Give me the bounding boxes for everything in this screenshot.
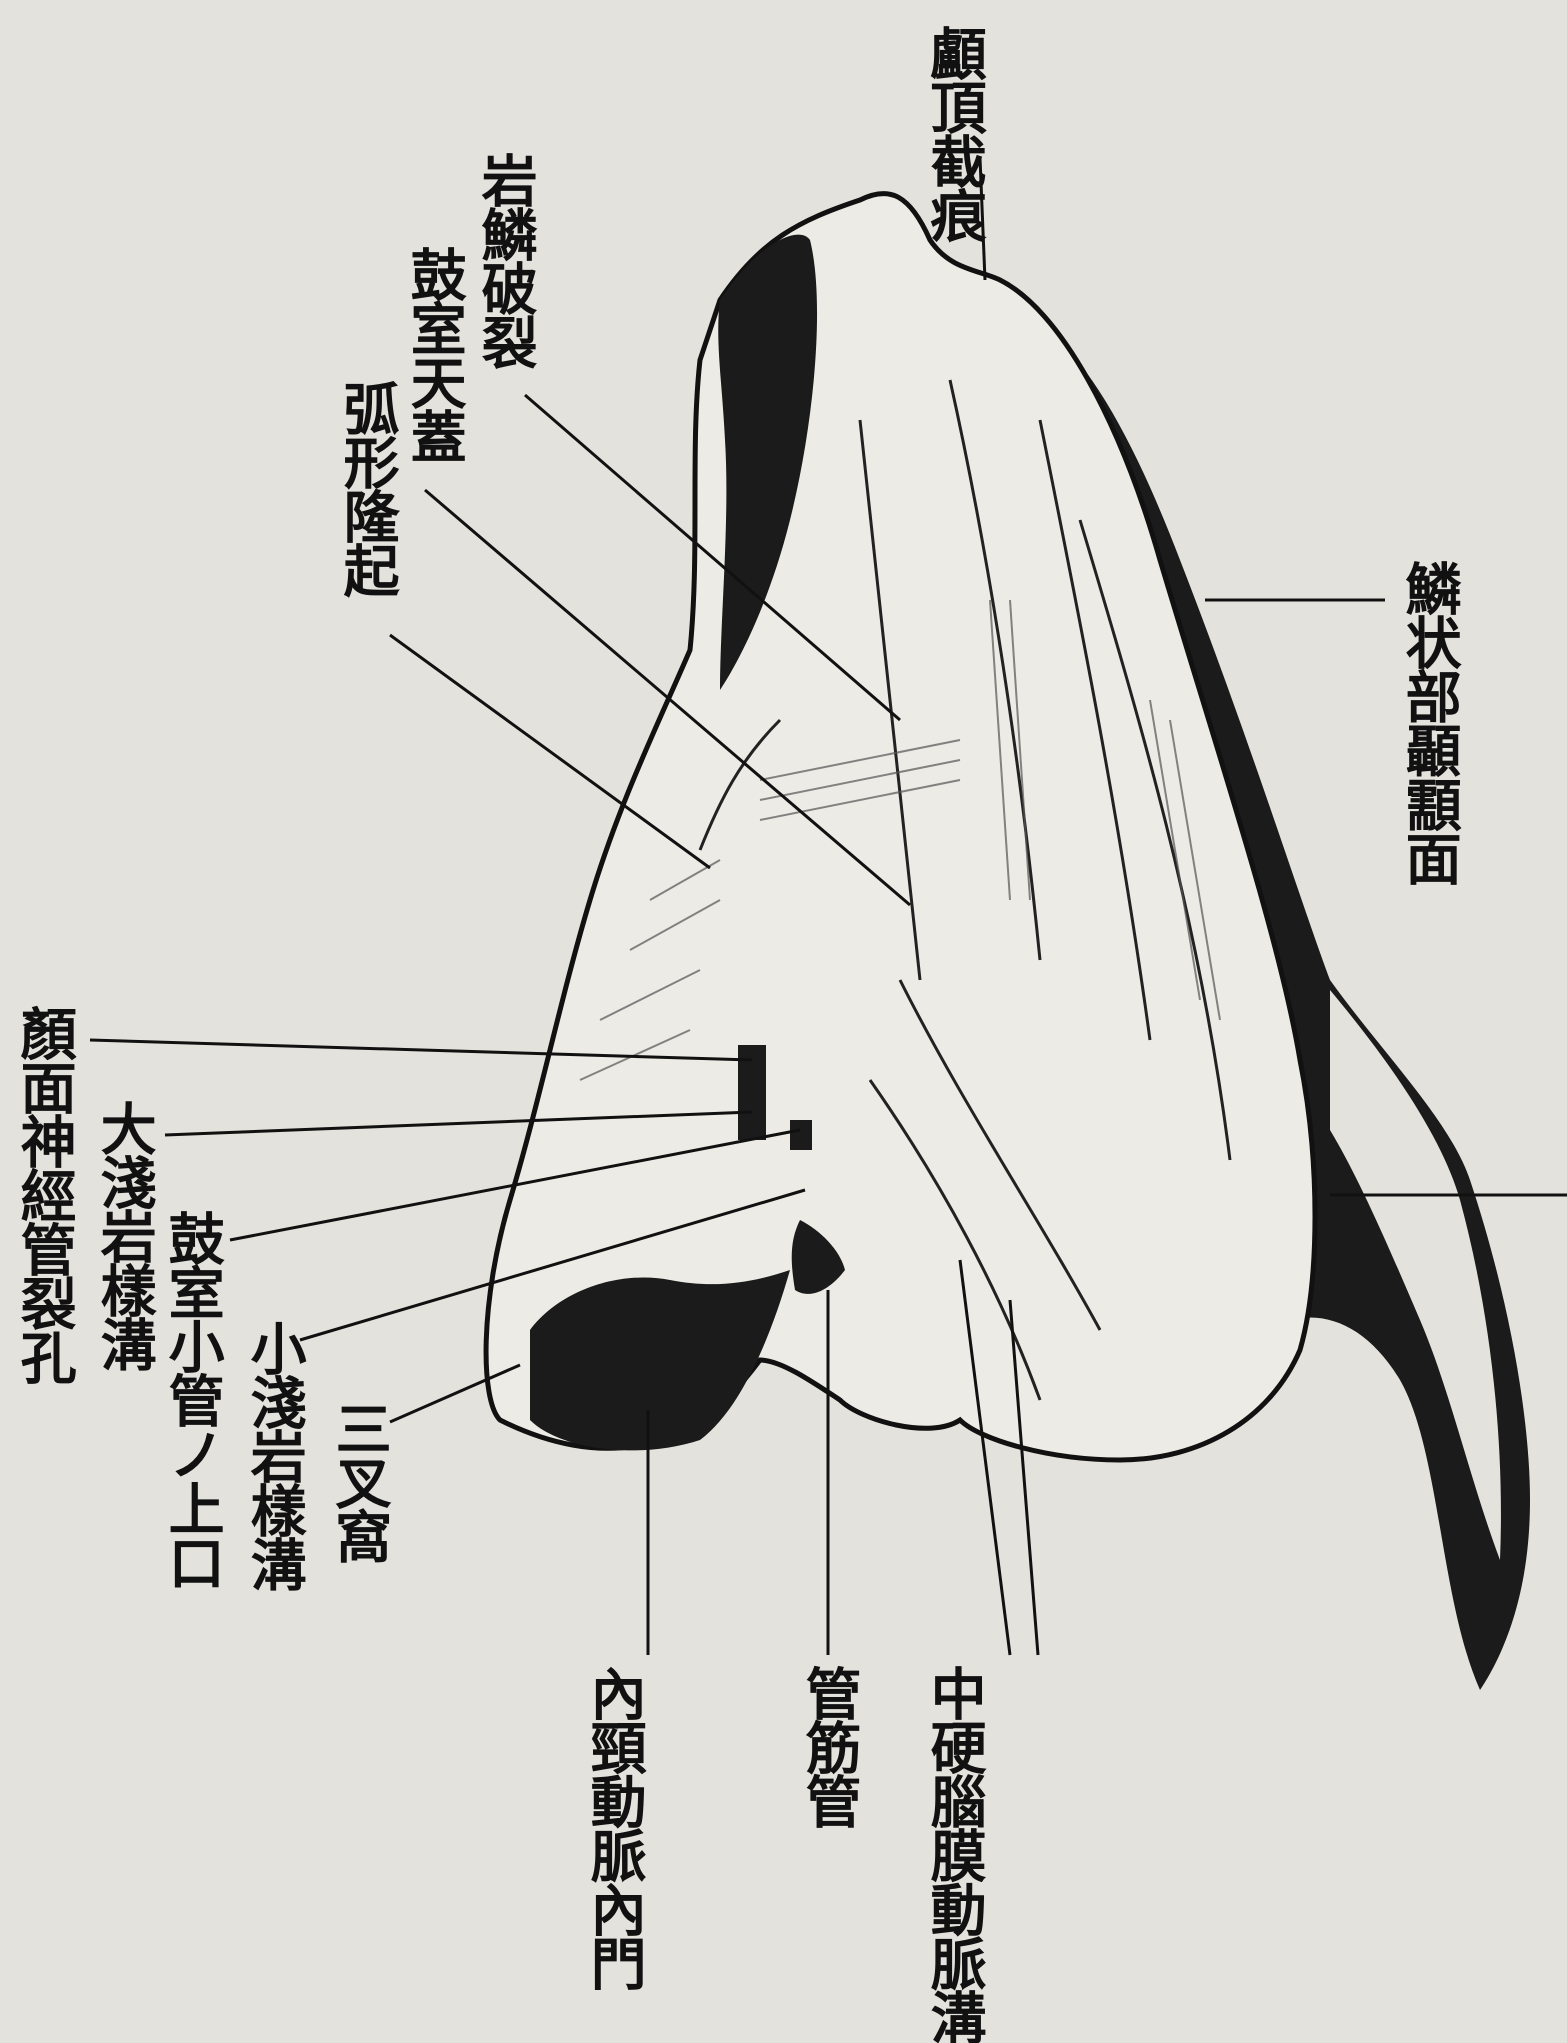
label-squamous-temporal-surface: 鱗状部顳顬面 [1400,560,1457,884]
temporal-bone-illustration [0,0,1567,1856]
bone-body [486,193,1315,1460]
label-internal-carotid-orifice: 內頸動脈內門 [585,1665,642,1845]
label-greater-petrosal-groove: 大淺岩樣溝 [95,1100,152,1370]
label-petrosquamous-fissure: 岩鱗破裂 [476,152,533,368]
label-arcuate-eminence: 弧形隆起 [338,380,395,596]
label-parietal-notch: 顱頂截痕 [925,25,982,241]
tympanic-canaliculus-opening [790,1120,812,1150]
label-middle-meningeal-groove: 中硬腦膜動脈溝 [925,1665,982,1845]
label-lesser-petrosal-groove: 小淺岩樣溝 [245,1320,302,1590]
label-trigeminal-impression: 三叉窩 [330,1400,387,1562]
carotid-cavity [530,1270,790,1450]
label-musculotubal-canal: 管筋管 [800,1665,857,1827]
label-tympanic-canaliculus-upper-opening: 鼓室小管ノ上口 [163,1210,220,1588]
label-facial-canal-hiatus: 顏面神經管裂孔 [15,1005,72,1383]
anatomy-figure: 顱頂截痕 岩鱗破裂 鼓室天蓋 弧形隆起 鱗状部顳顬面 顏面神經管裂孔 大淺岩樣溝… [0,0,1567,1856]
label-tegmen-tympani: 鼓室天蓋 [405,246,462,462]
